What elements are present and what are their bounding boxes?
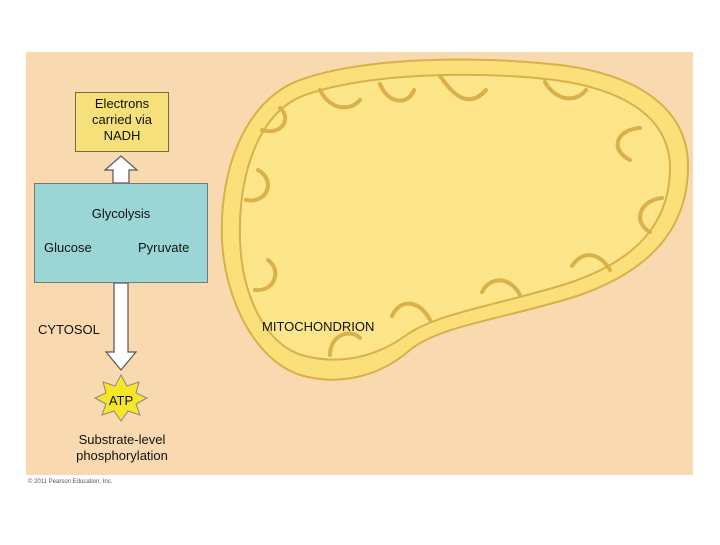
mitochondrion-cristae: [244, 74, 664, 357]
mitochondrion-inner-membrane: [238, 73, 672, 361]
atp-double-arrow-icon: [104, 282, 138, 371]
cytosol-label: CYTOSOL: [38, 322, 100, 337]
substrate-level-phosphorylation-label: Substrate-level phosphorylation: [76, 432, 168, 463]
pyruvate-label: Pyruvate: [138, 240, 190, 255]
mitochondrion-label: MITOCHONDRION: [262, 319, 375, 334]
atp-label: ATP: [108, 393, 134, 408]
glycolysis-box: [34, 183, 208, 283]
copyright-notice: © 2011 Pearson Education, Inc.: [28, 479, 113, 485]
glucose-label: Glucose: [44, 240, 92, 255]
starburst-icon: [93, 373, 149, 422]
nadh-double-arrow-icon: [103, 155, 139, 184]
electrons-nadh-box: Electrons carried via NADH: [75, 92, 169, 152]
glycolysis-label: Glycolysis: [91, 206, 151, 221]
